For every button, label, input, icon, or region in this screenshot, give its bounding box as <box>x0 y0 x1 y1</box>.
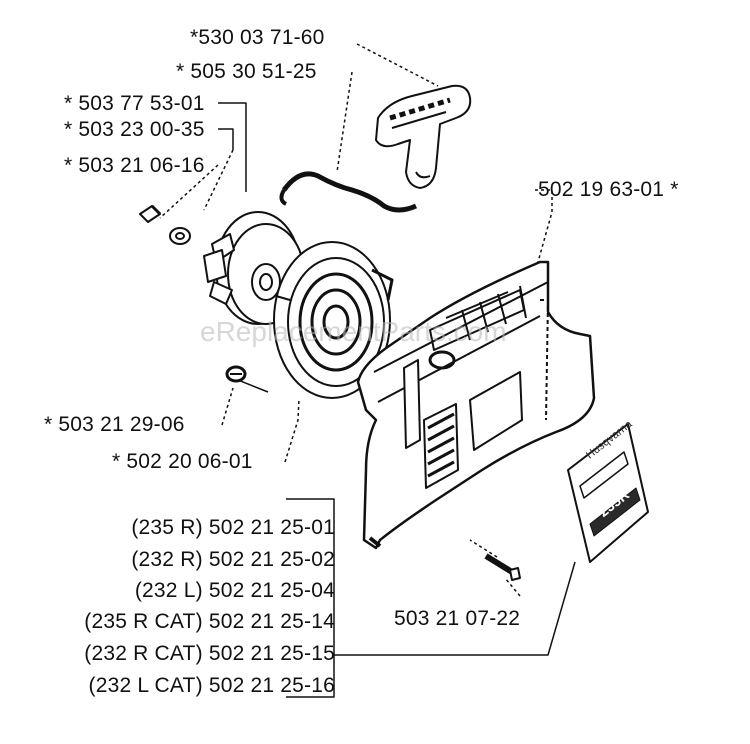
washer <box>169 227 191 245</box>
cover-variant-4: (235 R CAT) 502 21 25-14 <box>84 610 335 633</box>
label-503-21-29-06: * 503 21 29-06 <box>44 413 185 436</box>
watermark: eReplacementParts.com <box>200 316 507 347</box>
label-502-20-06-01: * 502 20 06-01 <box>112 450 253 473</box>
spring-housing <box>273 241 394 399</box>
cover-screw <box>484 553 521 581</box>
cover-variant-3: (232 L) 502 21 25-04 <box>134 579 335 602</box>
housing-screw <box>225 365 247 383</box>
pulley-screw <box>139 204 162 223</box>
starter-cover <box>356 260 596 550</box>
label-503-21-07-22: 503 21 07-22 <box>394 607 521 630</box>
cover-variant-2: (232 R) 502 21 25-02 <box>131 548 335 571</box>
cover-variant-6: (232 L CAT) 502 21 25-16 <box>88 674 335 697</box>
model-decal <box>567 423 649 563</box>
label-503-23-00-35: * 503 23 00-35 <box>64 118 205 141</box>
label-530-03-71-60: *530 03 71-60 <box>190 26 325 49</box>
starter-handle <box>375 84 472 189</box>
cover-variant-1: (235 R) 502 21 25-01 <box>131 516 335 539</box>
leader-lines <box>159 43 576 698</box>
label-502-19-63-01: 502 19 63-01 * <box>538 178 679 201</box>
cover-variant-5: (232 R CAT) 502 21 25-15 <box>84 642 335 665</box>
starter-rope <box>279 171 418 213</box>
label-505-30-51-25: * 505 30 51-25 <box>176 60 317 83</box>
label-503-77-53-01: * 503 77 53-01 <box>64 92 205 115</box>
label-503-21-06-16: * 503 21 06-16 <box>64 154 205 177</box>
